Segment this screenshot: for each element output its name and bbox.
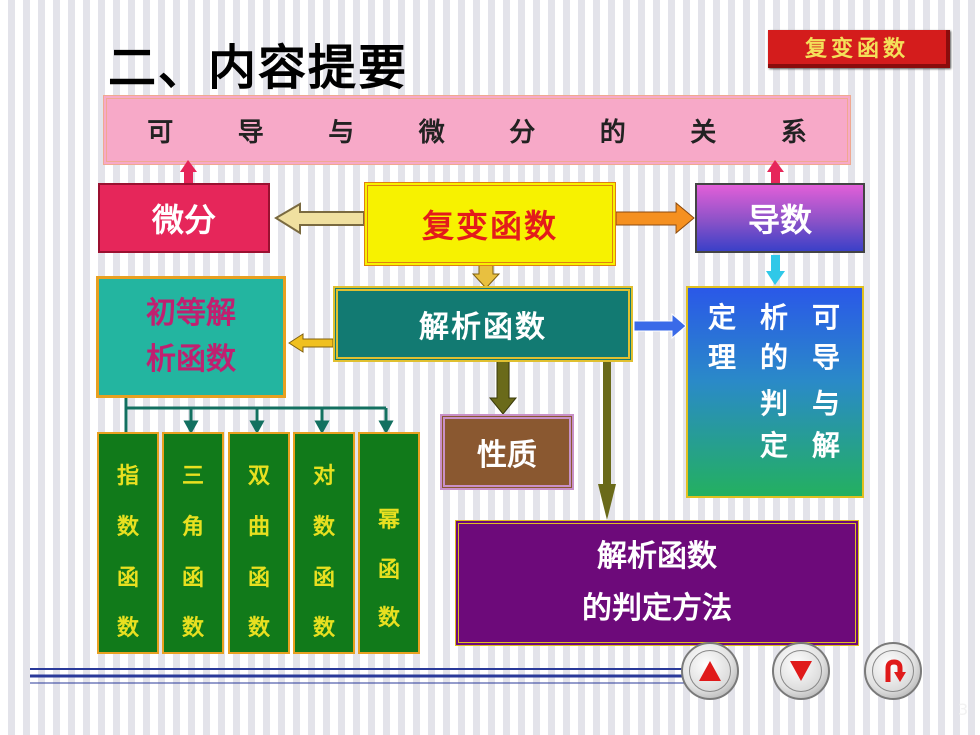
relation-char: 导 — [237, 117, 264, 148]
arrow-weifen-up — [180, 160, 197, 183]
theorem-char: 可 — [811, 301, 840, 334]
fn-logarithmic: 对 数 函 数 — [293, 432, 355, 654]
theorem-char: 的 — [759, 341, 788, 374]
node-derivative: 导数 — [695, 183, 865, 253]
node-elementary-analytic: 初等解 析函数 — [96, 276, 286, 398]
arrow-daoshu-up — [767, 160, 784, 183]
prev-button-face — [689, 650, 731, 692]
complex-functions-button[interactable]: 复变函数 — [768, 30, 950, 68]
arrow-to-weifen — [274, 202, 365, 235]
theorem-char: 判 — [759, 387, 788, 420]
arrow-to-xingzhi — [488, 359, 518, 415]
fn-char: 曲 — [247, 515, 270, 540]
next-slide-button[interactable] — [772, 642, 830, 700]
fn-char: 函 — [377, 558, 400, 583]
node-text-line: 的判定方法 — [582, 591, 732, 626]
bracket-functions — [124, 398, 394, 435]
return-button[interactable] — [864, 642, 922, 700]
fn-char: 双 — [247, 464, 270, 489]
arrow-to-jiexi — [471, 263, 501, 289]
relation-char: 系 — [780, 117, 807, 148]
fn-char: 指 — [116, 464, 139, 489]
node-differential: 微分 — [98, 183, 270, 253]
node-criteria-methods: 解析函数 的判定方法 — [455, 520, 859, 646]
theorem-char: 定 — [759, 429, 788, 462]
prev-slide-button[interactable] — [681, 642, 739, 700]
footer-lines — [30, 668, 690, 684]
node-text-line: 解析函数 — [597, 539, 717, 574]
arrow-to-panding — [598, 358, 616, 520]
fn-char: 函 — [247, 566, 270, 591]
fn-char: 幂 — [377, 508, 400, 533]
theorem-char: 定 — [707, 301, 736, 334]
fn-char: 角 — [181, 515, 204, 540]
fn-char: 函 — [116, 566, 139, 591]
relation-char: 的 — [599, 117, 626, 148]
node-properties: 性质 — [440, 414, 574, 490]
node-theorem-criteria: 定 理 析 的 判 定 可 导 与 解 — [686, 286, 864, 498]
slide-title: 二、内容提要 — [108, 40, 409, 96]
node-text-line: 析函数 — [146, 342, 236, 377]
fn-char: 数 — [312, 515, 335, 540]
node-analytic-function: 解析函数 — [333, 286, 633, 362]
theorem-char: 析 — [759, 301, 788, 334]
theorem-char: 理 — [707, 341, 736, 374]
page-number: 3 — [958, 700, 969, 719]
arrow-to-dingli — [633, 312, 687, 340]
fn-char: 函 — [181, 566, 204, 591]
relation-char: 可 — [147, 117, 174, 148]
fn-power: 幂 函 数 — [358, 432, 420, 654]
relation-char: 微 — [418, 117, 445, 148]
next-button-face — [780, 650, 822, 692]
relation-char: 关 — [690, 117, 717, 148]
fn-exponential: 指 数 函 数 — [97, 432, 159, 654]
fn-char: 函 — [312, 566, 335, 591]
fn-char: 数 — [116, 616, 139, 641]
fn-char: 对 — [312, 464, 335, 489]
fn-char: 数 — [181, 616, 204, 641]
node-complex-function: 复变函数 — [364, 182, 616, 266]
relation-char: 分 — [509, 117, 536, 148]
fn-char: 数 — [377, 606, 400, 631]
node-text-line: 初等解 — [146, 296, 236, 331]
theorem-char: 解 — [811, 429, 840, 462]
triangle-up-icon — [699, 661, 721, 681]
fn-char: 数 — [116, 515, 139, 540]
arrow-daoshu-down — [766, 255, 785, 285]
theorem-char: 导 — [811, 341, 840, 374]
fn-char: 数 — [312, 616, 335, 641]
relation-char: 与 — [328, 117, 355, 148]
fn-hyperbolic: 双 曲 函 数 — [228, 432, 290, 654]
fn-char: 三 — [181, 464, 204, 489]
return-arrow-icon — [885, 659, 906, 682]
arrow-to-daoshu — [615, 201, 695, 235]
relation-bar: 可 导 与 微 分 的 关 系 — [103, 95, 851, 165]
fn-char: 数 — [247, 616, 270, 641]
theorem-char: 与 — [811, 387, 840, 420]
return-button-face — [872, 650, 914, 692]
triangle-down-icon — [790, 661, 812, 681]
arrow-to-chudeng — [288, 333, 334, 353]
fn-trigonometric: 三 角 函 数 — [162, 432, 224, 654]
